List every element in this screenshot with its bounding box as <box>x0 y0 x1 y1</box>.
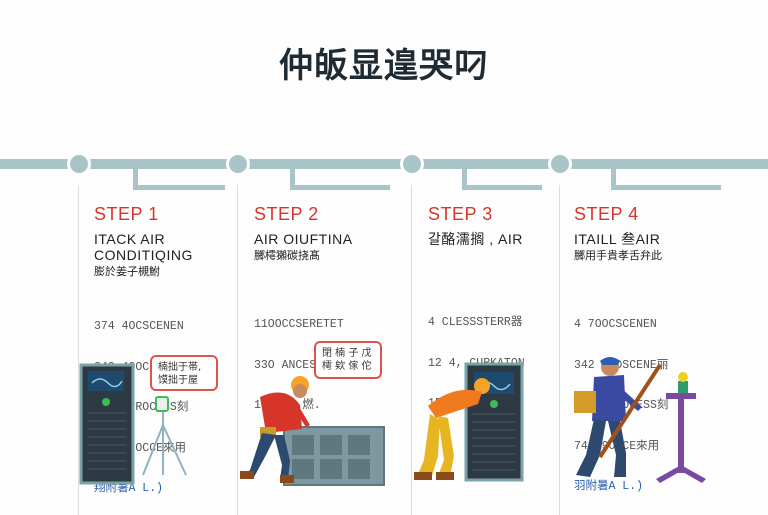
column-divider <box>411 185 412 515</box>
step-heading: AIR OIUFTINA <box>254 231 353 247</box>
bubble-line: 楠拙于帯, <box>158 362 202 373</box>
timeline-node <box>67 152 91 176</box>
technician-indoor-unit-illustration <box>414 362 524 482</box>
detail-line: 4 CLESSSTERR器 <box>428 316 523 329</box>
speech-bubble: 閉 楠 子 戊 樗 欸 傢 佗 <box>314 341 382 379</box>
detail-line: 4 7OOCSCENEN <box>574 318 657 331</box>
step-heading: 갈酪濡搁 , AIR <box>428 231 523 247</box>
step-heading: CONDITIQING <box>94 247 193 263</box>
step-heading: ITACK AIR <box>94 231 166 247</box>
step-label: STEP 2 <box>254 204 319 224</box>
detail-line: 11OOCCSERETET <box>254 318 344 331</box>
rail-connector <box>611 168 616 188</box>
rail-connector <box>462 168 467 188</box>
timeline-node <box>400 152 424 176</box>
technician-gauge-stand-illustration <box>574 357 706 483</box>
rail-connector <box>133 168 138 188</box>
step-label: STEP 1 <box>94 204 159 224</box>
detail-line: 374 4OCSCENEN <box>94 320 184 333</box>
rail-connector <box>611 185 721 190</box>
step-label: STEP 3 <box>428 204 493 224</box>
timeline-node <box>548 152 572 176</box>
page-title: 仲皈显遑哭叼 <box>279 46 489 86</box>
detail-link: 羽附暑A L.) <box>574 480 644 493</box>
bubble-line: 馍拙于屋 <box>158 375 198 386</box>
rail-connector <box>462 185 542 190</box>
step-heading: ITAILL 叁AIR <box>574 231 661 247</box>
bubble-line: 閉 楠 子 戊 <box>322 348 372 359</box>
timeline-rail <box>0 159 768 169</box>
rail-connector <box>290 168 295 188</box>
column-divider <box>237 185 238 515</box>
column-divider <box>559 185 560 515</box>
rail-connector <box>133 185 225 190</box>
technician-outdoor-unit-illustration <box>240 376 385 486</box>
speech-bubble: 楠拙于帯, 馍拙于屋 <box>150 355 218 391</box>
step-subheading: 膷用手貴孝舌弁此 <box>574 249 662 262</box>
step-subheading: 膨於姜子槻鮒 <box>94 265 160 278</box>
step-label: STEP 4 <box>574 204 639 224</box>
step-subheading: 膷樗獺碳挠髙 <box>254 249 320 262</box>
ac-unit-tripod-illustration <box>79 363 187 485</box>
timeline-node <box>226 152 250 176</box>
column-divider <box>78 185 79 515</box>
rail-connector <box>290 185 390 190</box>
detail-link: 翔附暑A L.) <box>94 482 164 495</box>
bubble-line: 樗 欸 傢 佗 <box>322 361 372 372</box>
